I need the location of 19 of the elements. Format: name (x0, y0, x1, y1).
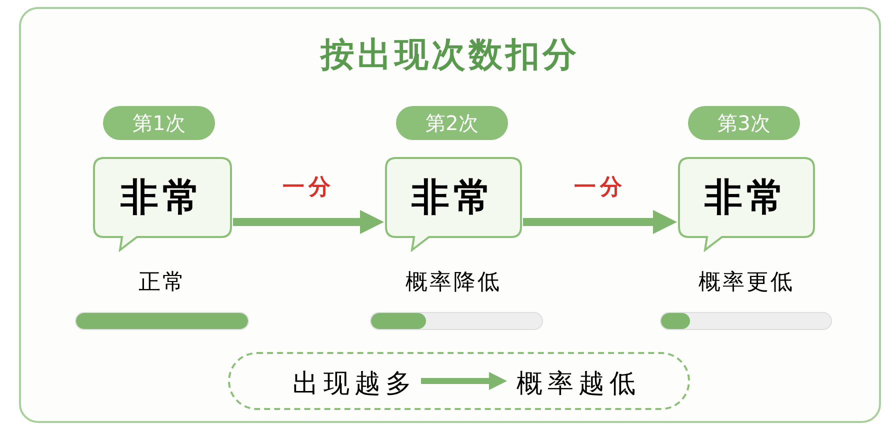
arrow (233, 210, 384, 234)
summary-text: 出现越多 (287, 362, 422, 404)
speech-bubble (678, 157, 815, 252)
bubble-text: 非常 (410, 174, 496, 220)
speech-bubble (385, 157, 522, 252)
dashed-frame (228, 352, 690, 410)
bubble-text: 非常 (120, 174, 206, 220)
title: 按出现次数扣分 (318, 34, 580, 77)
bubble-text: 非常 (704, 174, 790, 220)
arrow (523, 210, 677, 234)
count-badge: 第1次 (103, 106, 215, 140)
count-badge: 第2次 (396, 106, 508, 140)
count-badge: 第3次 (688, 106, 800, 140)
arrow (421, 372, 507, 390)
status-text: 概率更低 (698, 269, 796, 297)
speech-bubble (93, 157, 232, 252)
status-text: 概率降低 (404, 269, 502, 297)
status-text: 正常 (138, 269, 188, 297)
summary-text: 概率越低 (510, 362, 647, 404)
